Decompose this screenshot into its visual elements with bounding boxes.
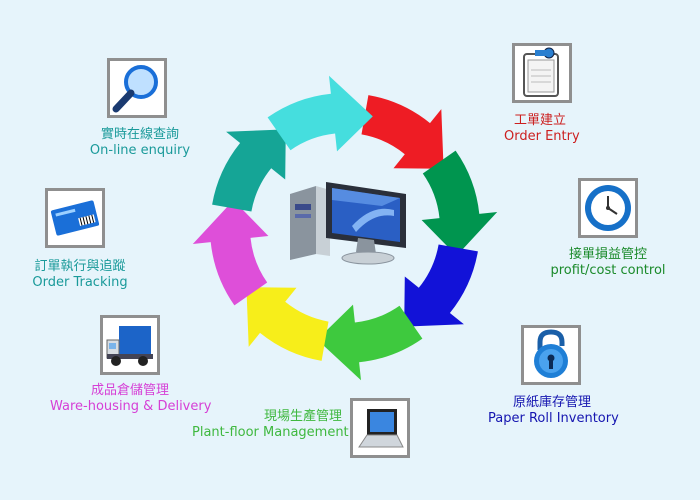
arrow-segment-profit-cost <box>421 150 498 256</box>
clipboard-icon <box>512 43 572 103</box>
profit-cost-en: profit/cost control <box>550 263 666 278</box>
order-tracking-en: Order Tracking <box>32 275 128 290</box>
order-tracking-zh: 訂單執行與追蹤 <box>34 259 126 274</box>
laptop-icon <box>350 398 410 458</box>
arrow-segment-online-enquiry <box>212 129 286 212</box>
clock-icon <box>578 178 638 238</box>
paper-roll-zh: 原紙庫存管理 <box>512 395 591 410</box>
magnifier-icon <box>107 58 167 118</box>
arrow-segment-paper-roll <box>404 244 478 327</box>
order-entry-zh: 工單建立 <box>513 113 566 128</box>
paper-roll-en: Paper Roll Inventory <box>488 411 619 426</box>
delivery-truck-icon <box>100 315 160 375</box>
warehousing-en: Ware-housing & Delivery <box>50 399 212 414</box>
warehousing-zh: 成品倉儲管理 <box>90 383 169 398</box>
profit-cost-zh: 接單損益管控 <box>568 247 647 262</box>
shipping-card-icon <box>45 188 105 248</box>
order-entry-en: Order Entry <box>504 129 580 144</box>
arrow-segment-order-entry <box>361 95 444 169</box>
plant-floor-en: Plant-floor Management <box>192 425 349 440</box>
arrow-segment-order-tracking <box>192 200 269 306</box>
arrow-segment-top-link <box>267 75 373 152</box>
arrow-segment-plant-floor <box>317 304 423 381</box>
padlock-icon <box>521 325 581 385</box>
online-enquiry-zh: 實時在線查詢 <box>100 127 179 142</box>
arrow-segment-warehousing <box>246 287 329 361</box>
desktop-computer-icon <box>282 176 412 271</box>
online-enquiry-en: On-line enquiry <box>89 143 191 158</box>
plant-floor-zh: 現場生產管理 <box>263 409 342 424</box>
